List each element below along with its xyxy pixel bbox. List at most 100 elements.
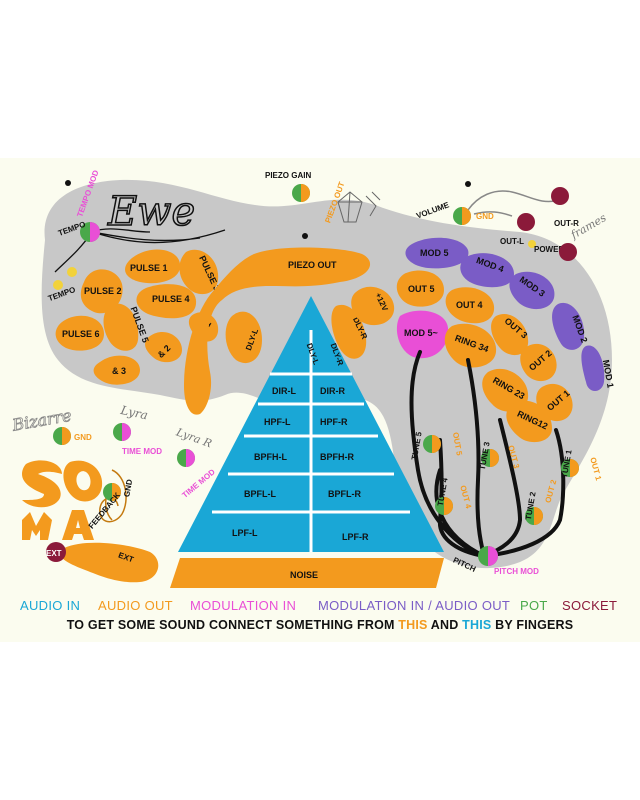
out-pad[interactable] xyxy=(491,314,529,356)
pulse-label: PULSE 6 xyxy=(62,329,100,339)
out-label: OUT 4 xyxy=(456,300,483,310)
ext-pad[interactable] xyxy=(60,542,159,583)
pitch-pot[interactable] xyxy=(478,546,498,566)
out-pads xyxy=(396,270,573,422)
pulse-pad[interactable] xyxy=(80,269,123,314)
pulse-pad[interactable] xyxy=(136,284,197,319)
legend-socket: SOCKET xyxy=(562,598,618,613)
time-mod-label-1: TIME MOD xyxy=(122,447,162,456)
mod5-minus-pad[interactable] xyxy=(396,310,449,359)
instruction-this-orange: THIS xyxy=(398,618,428,632)
out-pad[interactable] xyxy=(445,287,495,324)
soma-logo xyxy=(22,460,103,540)
bpfh-r-label: BPFH-R xyxy=(320,452,354,462)
ring-pad[interactable] xyxy=(482,368,529,412)
ring-pad[interactable] xyxy=(506,400,552,443)
tempo-wires xyxy=(54,228,226,273)
mod-label: MOD 5 xyxy=(420,248,449,258)
delay-out-r-pad[interactable] xyxy=(331,304,367,359)
feedback-pot[interactable] xyxy=(103,483,121,501)
plus12v-pad[interactable] xyxy=(351,286,395,326)
power-led xyxy=(528,240,536,248)
tune-pot[interactable] xyxy=(525,507,543,525)
mod-pad[interactable] xyxy=(405,237,469,269)
instruction-text: TO GET SOME SOUND CONNECT SOMETHING FROM… xyxy=(0,618,640,632)
pulse-pad[interactable] xyxy=(179,249,219,295)
tune-out-label: OUT 5 xyxy=(451,431,464,456)
delay-out-l-pad[interactable] xyxy=(225,311,262,364)
tune-pot[interactable] xyxy=(435,497,453,515)
legend-pot: POT xyxy=(520,598,548,613)
pulse-pad[interactable] xyxy=(125,249,181,284)
legend-audio-in: AUDIO IN xyxy=(20,598,81,613)
mod5-minus-label: MOD 5~ xyxy=(404,328,438,338)
instruction-part2: BY FINGERS xyxy=(495,618,574,632)
piezo-gain-label: PIEZO GAIN xyxy=(265,171,311,180)
bpfl-r-label: BPFL-R xyxy=(328,489,361,499)
ring-pad[interactable] xyxy=(444,323,497,368)
pulse-pad[interactable] xyxy=(93,355,140,385)
pulse-label: & 3 xyxy=(112,366,126,376)
tempo-mod-pot[interactable] xyxy=(80,222,100,242)
tune-pot[interactable] xyxy=(481,449,499,467)
instruction-and: AND xyxy=(430,618,459,632)
mod-pad[interactable] xyxy=(552,302,585,350)
out-pad[interactable] xyxy=(520,343,557,382)
out-r-socket[interactable] xyxy=(551,187,569,205)
time-mod-pot-2[interactable] xyxy=(177,449,195,467)
pulse-pad[interactable] xyxy=(103,303,139,351)
bpfh-l-label: BPFH-L xyxy=(254,452,287,462)
gnd-left-label: GND xyxy=(74,433,92,442)
power-label: POWER xyxy=(534,245,564,254)
ext-socket[interactable] xyxy=(46,542,66,562)
time-mod-pot-1[interactable] xyxy=(113,423,131,441)
gnd-label: GND xyxy=(476,212,494,221)
mount-hole xyxy=(302,233,308,239)
mount-hole xyxy=(65,180,71,186)
out-r-label: OUT-R xyxy=(554,219,579,228)
pulse-pad[interactable] xyxy=(55,315,104,351)
handwriting-scribble: frames xyxy=(568,211,609,242)
pulse-pad[interactable] xyxy=(145,331,182,363)
gnd-pot[interactable] xyxy=(53,427,71,445)
tune-pot[interactable] xyxy=(561,459,579,477)
out-l-socket[interactable] xyxy=(517,213,535,231)
pulse-label: PULSE 1 xyxy=(130,263,168,273)
noise-label: NOISE xyxy=(290,570,318,580)
handwriting-ewe: Ewe xyxy=(107,189,195,235)
pulse-pads xyxy=(55,249,219,385)
piezo-gain-pot[interactable] xyxy=(292,184,310,202)
ext-socket-label: EXT xyxy=(46,549,62,558)
volume-label: VOLUME xyxy=(415,200,451,220)
noise-pad[interactable] xyxy=(170,558,444,588)
handwriting-lyra-r: Lyra R xyxy=(174,425,214,450)
mod-pad[interactable] xyxy=(581,345,605,391)
tune-out-label: OUT 1 xyxy=(588,456,603,482)
pulse-label: PULSE 2 xyxy=(84,286,122,296)
tune-pot[interactable] xyxy=(423,435,441,453)
lpf-r-label: LPF-R xyxy=(342,532,369,542)
lpf-l-label: LPF-L xyxy=(232,528,258,538)
hpf-r-label: HPF-R xyxy=(320,417,348,427)
volume-pot[interactable] xyxy=(453,207,471,225)
legend-audio-out: AUDIO OUT xyxy=(98,598,173,613)
mount-hole xyxy=(465,181,471,187)
piezo-out-label: PIEZO OUT xyxy=(288,260,337,270)
color-legend: AUDIO IN AUDIO OUT MODULATION IN MODULAT… xyxy=(0,598,640,618)
power-socket[interactable] xyxy=(559,243,577,261)
tempo-pot-small[interactable] xyxy=(53,267,77,290)
crystal-drawing xyxy=(337,191,381,223)
mod-pad[interactable] xyxy=(460,253,514,288)
mod-label: MOD 1 xyxy=(601,359,616,389)
mod-pad[interactable] xyxy=(509,271,555,310)
dir-l-label: DIR-L xyxy=(272,386,296,396)
tune-pots xyxy=(423,435,579,525)
instruction-this-blue: THIS xyxy=(462,618,492,632)
legend-mod-in-audio-out: MODULATION IN / AUDIO OUT xyxy=(318,598,511,613)
bpfl-l-label: BPFL-L xyxy=(244,489,276,499)
volume-wires xyxy=(467,190,561,217)
out-pad[interactable] xyxy=(396,270,444,307)
filter-pyramid xyxy=(170,296,444,588)
piezo-out-pad[interactable] xyxy=(184,247,371,415)
